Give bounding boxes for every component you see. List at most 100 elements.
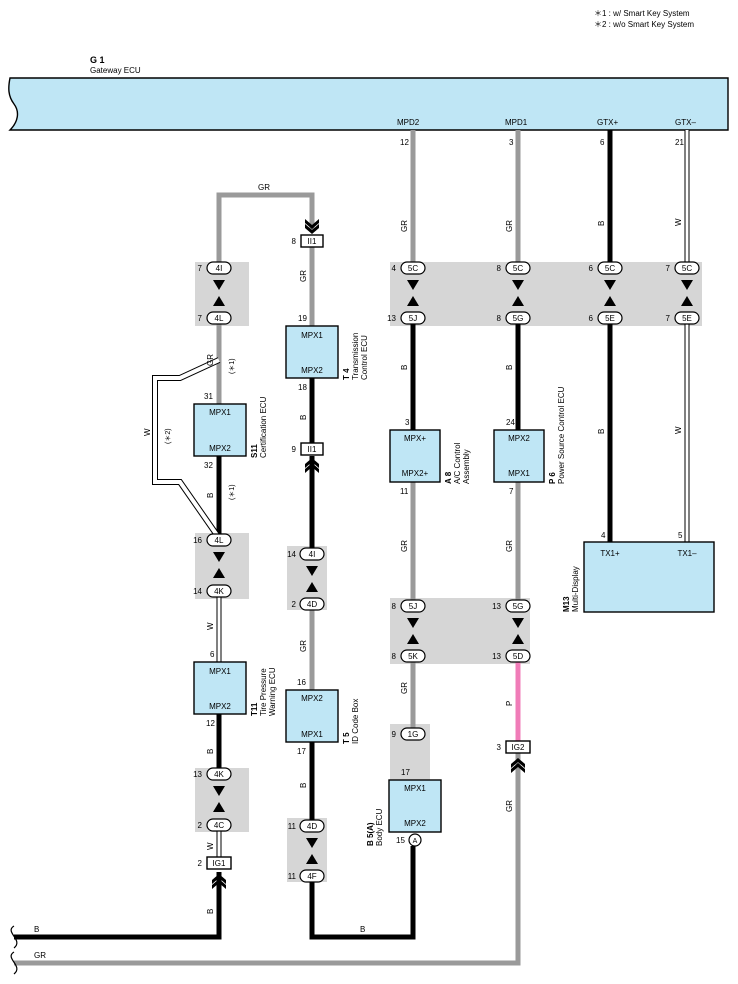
svg-text:11: 11 <box>288 822 297 831</box>
svg-text:IG1: IG1 <box>213 859 226 868</box>
wire-t4-loop-gr <box>216 192 315 268</box>
connector-a-icon <box>408 833 422 847</box>
svg-text:13: 13 <box>492 602 501 611</box>
svg-text:4I: 4I <box>216 264 223 273</box>
wire-color: B <box>299 783 308 788</box>
svg-text:4L: 4L <box>215 314 224 323</box>
svg-text:8: 8 <box>292 237 297 246</box>
note-smart-key: ＊1 : w/ Smart Key System <box>594 9 690 18</box>
wire-color: B <box>299 415 308 420</box>
svg-text:5E: 5E <box>605 314 615 323</box>
pin-label: 24 <box>506 418 515 427</box>
connector-1g: 1G 9 <box>392 727 426 741</box>
wire-color: B <box>597 221 606 226</box>
bus-break <box>10 925 18 975</box>
junction-arrow-icon <box>213 280 693 864</box>
port-label: TX1– <box>677 549 697 558</box>
wire-color: W <box>674 218 683 226</box>
connector-5e: 5E 6 <box>589 311 623 325</box>
wire-color: B <box>360 925 365 934</box>
pin-label: 12 <box>206 719 215 728</box>
wire-color: GR <box>505 800 514 812</box>
svg-text:7: 7 <box>666 314 671 323</box>
port-label: MPX1 <box>209 408 231 417</box>
wire-color: GR <box>299 640 308 652</box>
connector-5c: 5C 6 <box>589 261 623 275</box>
svg-text:5C: 5C <box>513 264 523 273</box>
svg-text:9: 9 <box>392 730 397 739</box>
gateway-ecu-code: G 1 <box>90 55 105 65</box>
connector-ii1: II1 8 <box>292 234 324 248</box>
note-star1: (＊1) <box>229 358 236 374</box>
wire-color: GR <box>299 270 308 282</box>
pin-mpd1: 3 <box>509 138 514 147</box>
svg-text:14: 14 <box>193 587 202 596</box>
svg-text:8: 8 <box>392 602 397 611</box>
tire-pressure-ecu-box <box>193 661 247 715</box>
pin-label: 3 <box>405 418 410 427</box>
wire-color: B <box>206 749 215 754</box>
svg-text:4K: 4K <box>214 587 224 596</box>
svg-text:6: 6 <box>589 264 594 273</box>
component-code: T 4 <box>342 368 351 380</box>
svg-text:4L: 4L <box>215 536 224 545</box>
connector-5c: 5C 8 <box>497 261 531 275</box>
svg-text:5E: 5E <box>682 314 692 323</box>
wire-color: B <box>34 925 39 934</box>
connector-ig1: IG1 2 <box>198 856 232 870</box>
svg-text:13: 13 <box>193 770 202 779</box>
port-label: MPX2 <box>209 702 231 711</box>
pin-label: 7 <box>509 487 514 496</box>
pin-label: 6 <box>210 650 215 659</box>
svg-text:9: 9 <box>292 445 297 454</box>
svg-text:5G: 5G <box>513 602 524 611</box>
pin-label: 19 <box>298 314 307 323</box>
svg-text:7: 7 <box>198 314 203 323</box>
component-code: S11 <box>250 444 259 458</box>
pin-label: 15 <box>396 836 405 845</box>
connector-4d: 4D 11 <box>288 819 325 833</box>
svg-text:2: 2 <box>292 600 297 609</box>
certification-ecu-box <box>193 403 247 457</box>
ac-control-box <box>389 429 441 483</box>
connector-4d: 4D 2 <box>292 597 325 611</box>
connector-5c: 5C 4 <box>392 261 426 275</box>
svg-text:5D: 5D <box>513 652 523 661</box>
connector-5e: 5E 7 <box>666 311 700 325</box>
connector-5c: 5C 7 <box>666 261 700 275</box>
wire-color: B <box>206 909 215 914</box>
svg-text:5J: 5J <box>409 602 417 611</box>
svg-text:5C: 5C <box>682 264 692 273</box>
component-code: T11 <box>250 702 259 716</box>
component-name: Tire Pressure <box>259 668 268 716</box>
port-label: MPX2 <box>209 444 231 453</box>
wire-color: GR <box>505 540 514 552</box>
component-name: Warning ECU <box>268 667 277 716</box>
terminal-mpd1: MPD1 <box>505 118 528 127</box>
svg-text:5J: 5J <box>409 314 417 323</box>
pin-label: 18 <box>298 383 307 392</box>
port-label: MPX1 <box>301 331 323 340</box>
port-label: TX1+ <box>600 549 620 558</box>
wire-color: B <box>597 429 606 434</box>
component-code: M13 <box>562 596 571 612</box>
svg-text:4D: 4D <box>307 822 317 831</box>
svg-text:7: 7 <box>666 264 671 273</box>
gateway-ecu-name: Gateway ECU <box>90 66 141 75</box>
component-name: ID Code Box <box>351 699 360 744</box>
port-label: MPX1 <box>301 730 323 739</box>
component-name: Power Source Control ECU <box>557 386 566 484</box>
pin-label: 11 <box>400 487 409 496</box>
pin-label: 32 <box>204 461 213 470</box>
wire-color: W <box>206 842 215 850</box>
wire-color: GR <box>400 220 409 232</box>
wire-color: GR <box>206 354 215 366</box>
wire-ig1-bus-b <box>14 872 222 940</box>
wire-ig2-bus-gr <box>14 752 521 966</box>
pin-gtxp: 6 <box>600 138 605 147</box>
svg-text:2: 2 <box>198 859 203 868</box>
gateway-ecu-box <box>8 77 729 131</box>
port-label: MPX1 <box>508 469 530 478</box>
svg-text:13: 13 <box>492 652 501 661</box>
